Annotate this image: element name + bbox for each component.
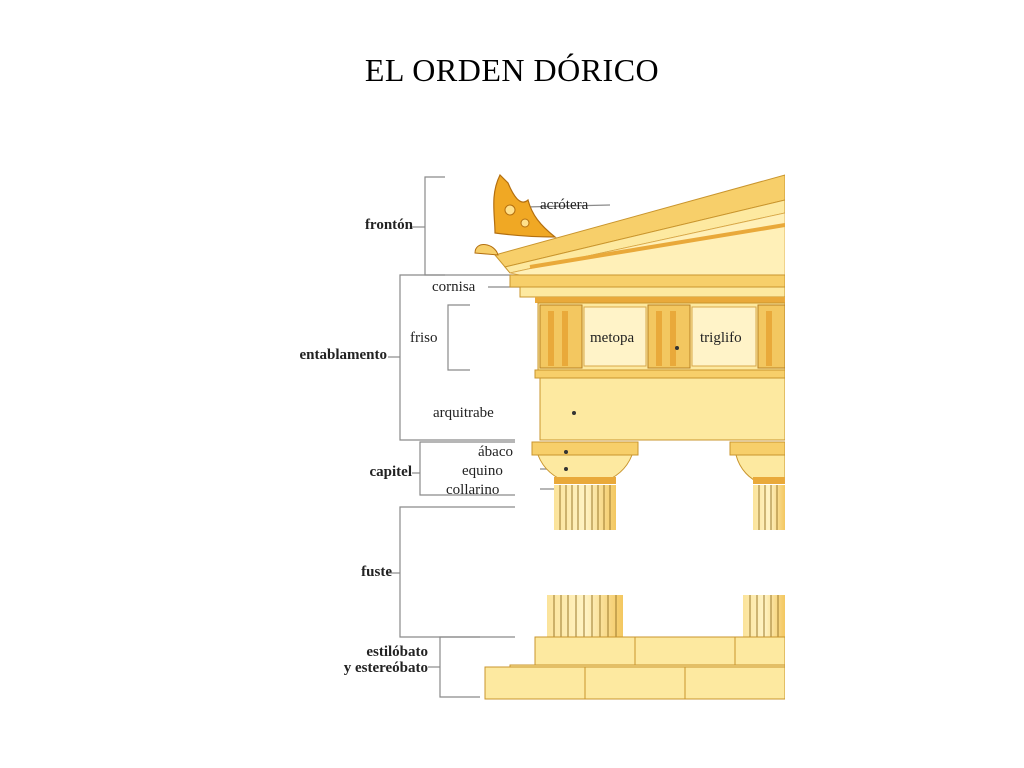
label-metopa: metopa [590,330,635,346]
pediment [494,174,785,276]
cornice [509,274,785,303]
frieze [537,302,785,371]
label-fronton: frontón [364,217,413,233]
label-triglifo: triglifo [700,330,742,346]
capital-right [729,441,785,484]
page-title: EL ORDEN DÓRICO [364,52,660,88]
bracket-fronton [424,176,445,276]
label-estilobato-line2: y estereóbato [343,659,428,676]
stylobate-steps [484,636,785,700]
leader-acrotera [524,204,611,208]
temple-drawing [388,173,785,700]
label-friso: friso [410,330,438,346]
bracket-estilobato [439,636,480,698]
label-abaco: ábaco [478,444,513,460]
stylobate-joints [584,637,736,699]
shaft-right-flutes [749,485,779,637]
label-acrotera: acrótera [540,197,589,213]
label-equino: equino [462,463,503,479]
label-cornisa: cornisa [432,279,476,295]
shaft-left [547,485,623,637]
label-arquitrabe: arquitrabe [433,405,494,421]
architrave [534,369,785,441]
bracket-friso [447,304,470,371]
label-estilobato-line1: estilóbato [366,644,428,660]
acrotera-ornament [474,173,557,256]
label-entablamento: entablamento [299,347,388,363]
bracket-capitel [419,441,515,496]
capital-left [531,441,639,491]
label-capitel: capitel [369,464,413,480]
shaft-left-flutes [553,485,617,637]
label-estilobato: estilóbato y estereóbato [343,644,428,677]
doric-order-diagram: frontón entablamento capitel fuste estil… [270,155,785,705]
label-fuste: fuste [361,564,392,580]
bracket-fuste [399,506,515,638]
label-collarino: collarino [446,482,500,498]
